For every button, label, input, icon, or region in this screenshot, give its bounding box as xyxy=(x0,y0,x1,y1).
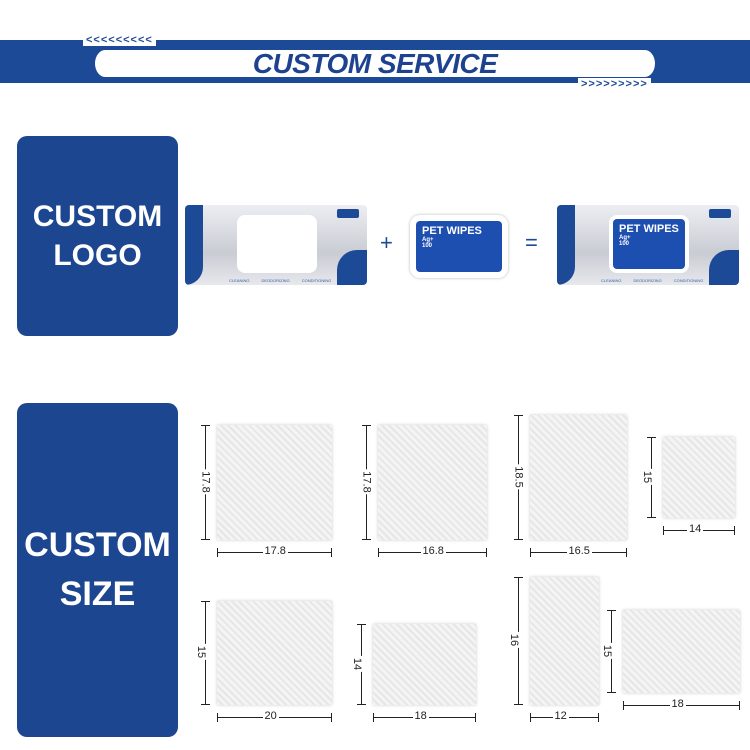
custom-logo-heading: CUSTOM LOGO xyxy=(17,136,178,336)
feature: DEODORIZING xyxy=(633,278,662,283)
label-count: 100 xyxy=(619,241,630,247)
feature: CLEANING xyxy=(229,278,250,283)
chevrons-right: >>>>>>>>> xyxy=(578,78,651,90)
height-value: 15 xyxy=(195,643,208,661)
width-value: 16.8 xyxy=(420,545,446,557)
wipe-sample xyxy=(663,437,735,518)
label-title: PET WIPES xyxy=(422,225,482,237)
width-value: 18 xyxy=(669,698,686,710)
wipe-sample xyxy=(530,577,599,705)
heading-line: LOGO xyxy=(53,239,142,272)
height-value: 17.8 xyxy=(199,468,212,495)
label-title: PET WIPES xyxy=(619,223,679,235)
chevrons-left: <<<<<<<<< xyxy=(83,34,156,46)
heading-line: SIZE xyxy=(59,575,136,613)
wipe-sample xyxy=(373,624,476,705)
equals-sign: = xyxy=(525,230,538,255)
blank-lid xyxy=(237,215,317,273)
height-value: 14 xyxy=(351,655,364,672)
banner-plate xyxy=(95,50,655,77)
wipe-sample xyxy=(530,415,627,540)
feature: CLEANING xyxy=(601,278,622,283)
height-value: 15 xyxy=(641,468,654,485)
wipe-sample xyxy=(217,601,332,705)
width-value: 20 xyxy=(262,710,279,722)
feature: CONDITIONING xyxy=(673,278,704,283)
plus-sign: + xyxy=(380,230,393,255)
wipe-sample xyxy=(378,425,487,540)
feature: DEODORIZING xyxy=(261,278,290,283)
pet-wipes-label: PET WIPES Ag+ 100 xyxy=(416,221,502,272)
width-value: 14 xyxy=(687,523,704,535)
heading-line: CUSTOM xyxy=(32,200,163,233)
wipe-sample xyxy=(217,425,332,540)
logo-lid: PET WIPES Ag+ 100 xyxy=(410,215,508,278)
width-value: 17.8 xyxy=(262,545,288,557)
label-count: 100 xyxy=(422,243,433,249)
width-value: 16.5 xyxy=(566,545,592,557)
height-value: 15 xyxy=(601,642,614,659)
custom-wipes-pack: PET WIPES Ag+ 100 CLEANING DEODORIZING CON… xyxy=(557,205,739,285)
blank-wipes-pack: CLEANING DEODORIZING CONDITIONING xyxy=(185,205,367,285)
width-value: 12 xyxy=(552,710,569,722)
wipe-sample xyxy=(623,610,740,693)
feature: CONDITIONING xyxy=(301,278,332,283)
height-value: 17.8 xyxy=(360,468,373,495)
width-value: 18 xyxy=(412,710,429,722)
height-value: 16 xyxy=(508,631,521,649)
label-sub: Ag+ xyxy=(619,235,631,241)
page-title: CUSTOM SERVICE xyxy=(252,48,498,79)
label-sub: Ag+ xyxy=(422,237,434,243)
height-value: 18.5 xyxy=(512,463,525,490)
custom-lid: PET WIPES Ag+ 100 xyxy=(609,215,689,273)
pet-wipes-label: PET WIPES Ag+ 100 xyxy=(613,219,685,269)
custom-size-heading: CUSTOM SIZE xyxy=(17,403,178,737)
heading-line: CUSTOM xyxy=(24,525,171,564)
